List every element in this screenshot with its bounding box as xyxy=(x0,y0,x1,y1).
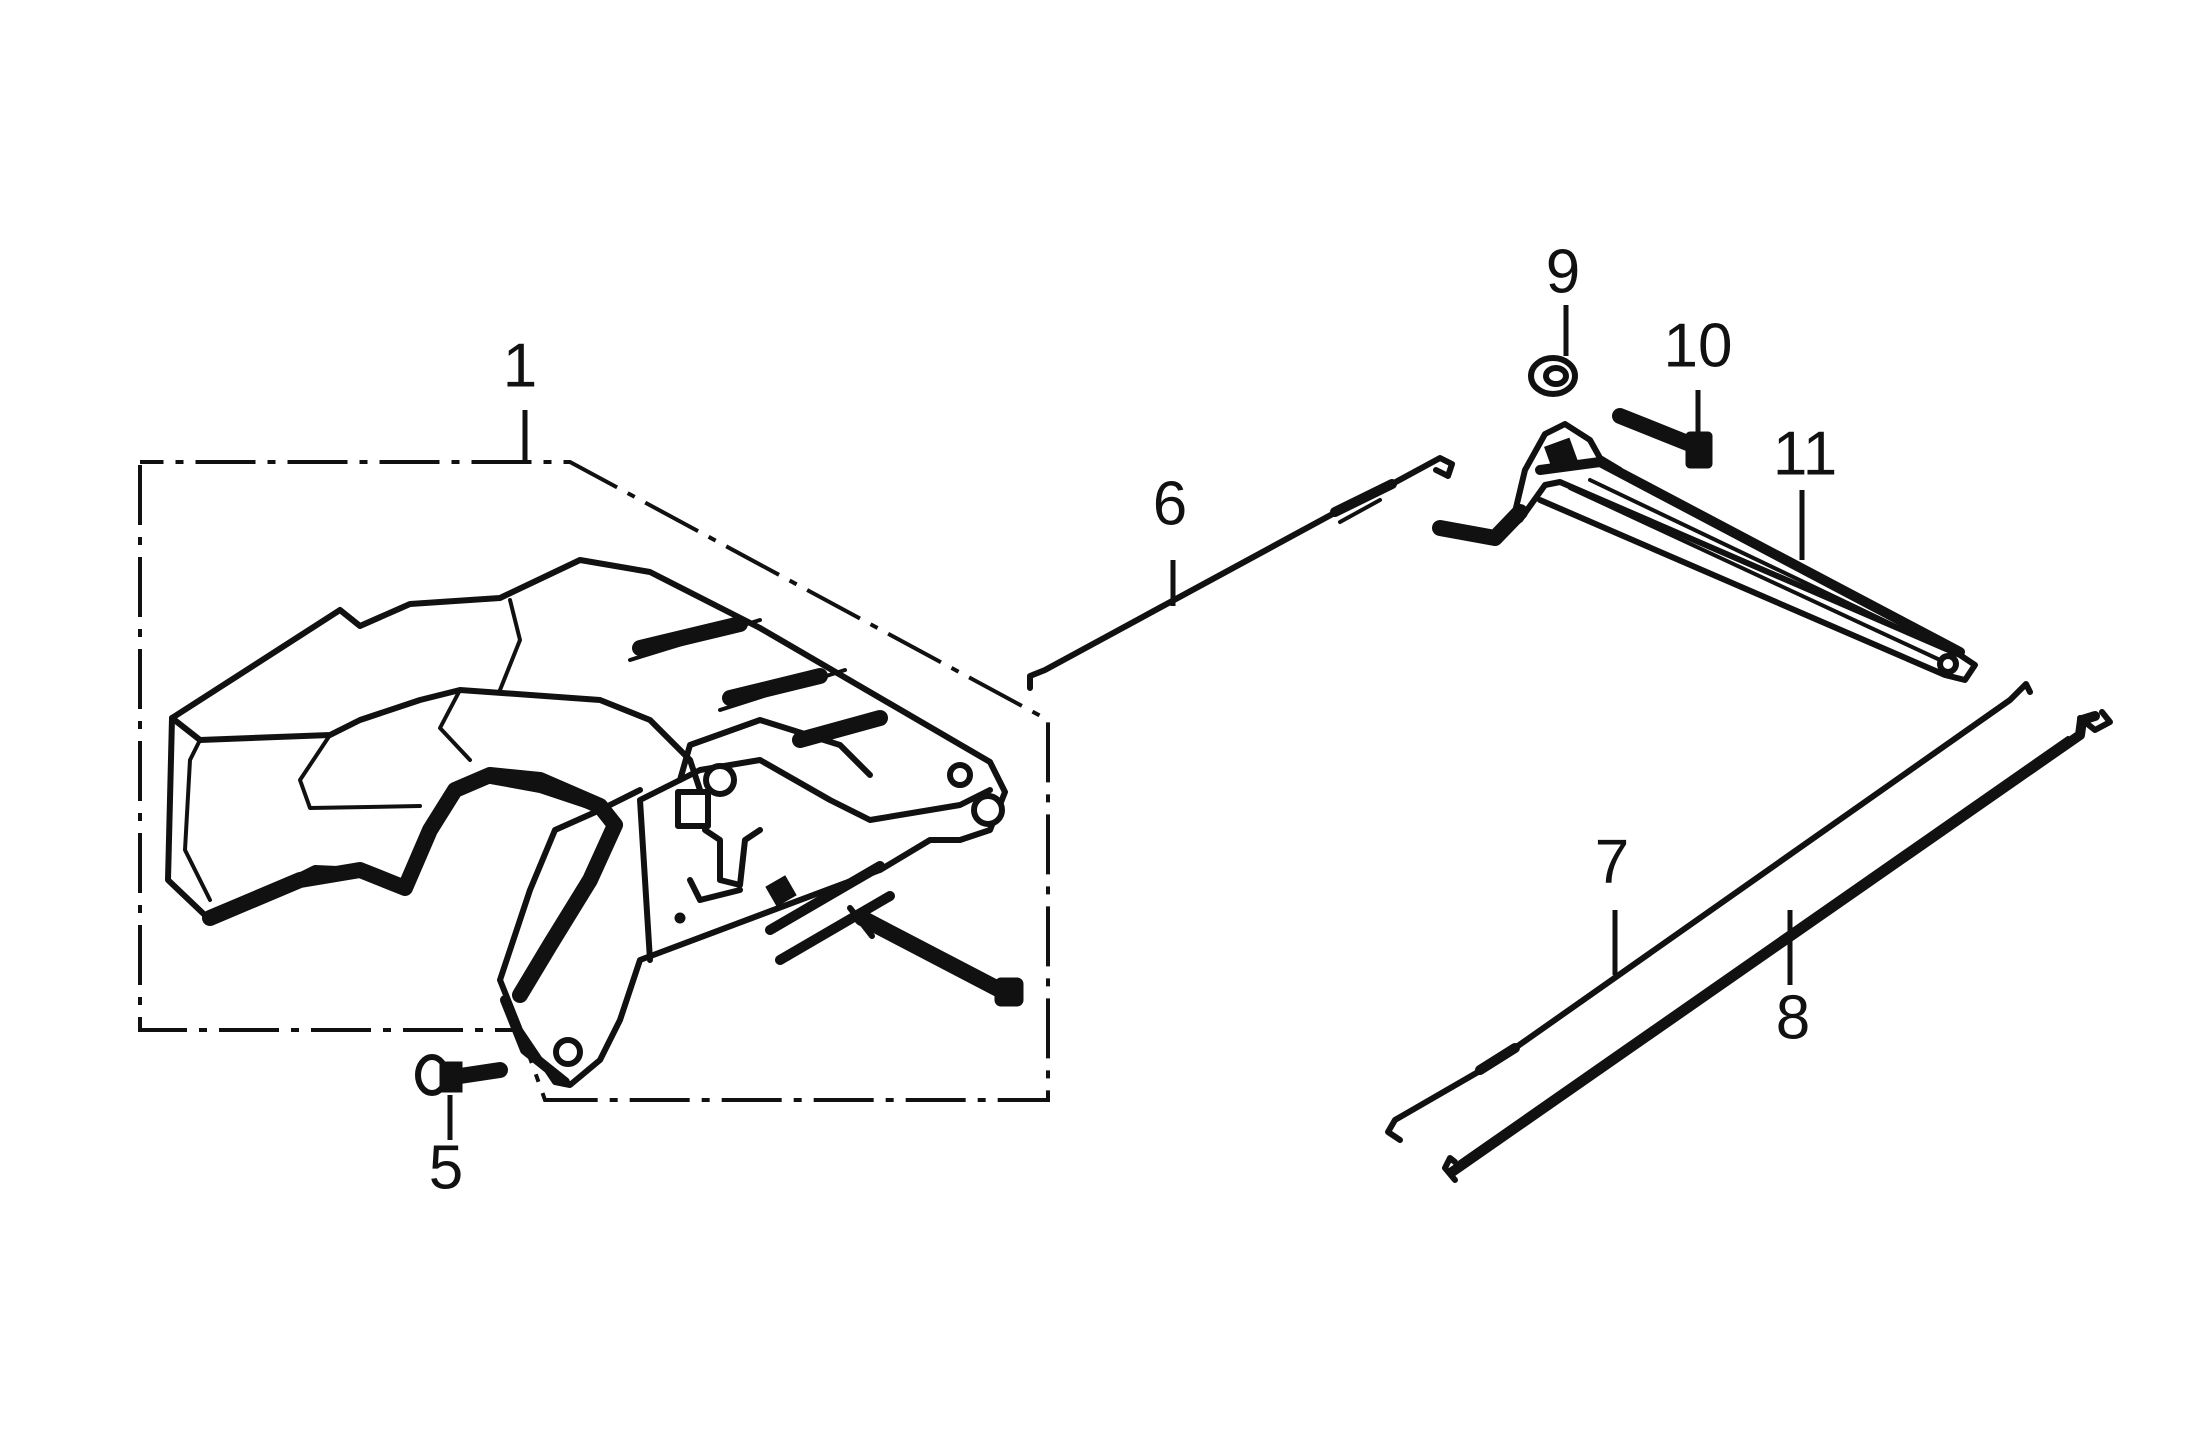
callout-11: 11 xyxy=(1773,419,1837,488)
callout-5: 5 xyxy=(429,1133,463,1202)
part-6-spring-rod xyxy=(1027,455,1455,691)
part-11-bracket xyxy=(1432,421,1978,683)
part-10-bolt xyxy=(1612,408,1713,469)
callout-labels: 1 5 6 7 8 9 10 11 xyxy=(429,237,1837,1202)
part-1-engine-cover xyxy=(165,557,1024,1088)
assembly-boundary-1 xyxy=(138,460,1050,1102)
part-7-spring-rod xyxy=(1385,681,2033,1143)
part-8-rod xyxy=(1442,709,2113,1183)
callout-1: 1 xyxy=(503,331,537,400)
leader-lines xyxy=(447,305,1805,1140)
callout-8: 8 xyxy=(1776,983,1810,1052)
callout-9: 9 xyxy=(1546,237,1580,306)
callout-7: 7 xyxy=(1595,827,1629,896)
part-5-bolt xyxy=(415,1054,508,1096)
callout-10: 10 xyxy=(1664,311,1733,380)
part-9-nut xyxy=(1528,355,1578,397)
callout-6: 6 xyxy=(1153,469,1187,538)
